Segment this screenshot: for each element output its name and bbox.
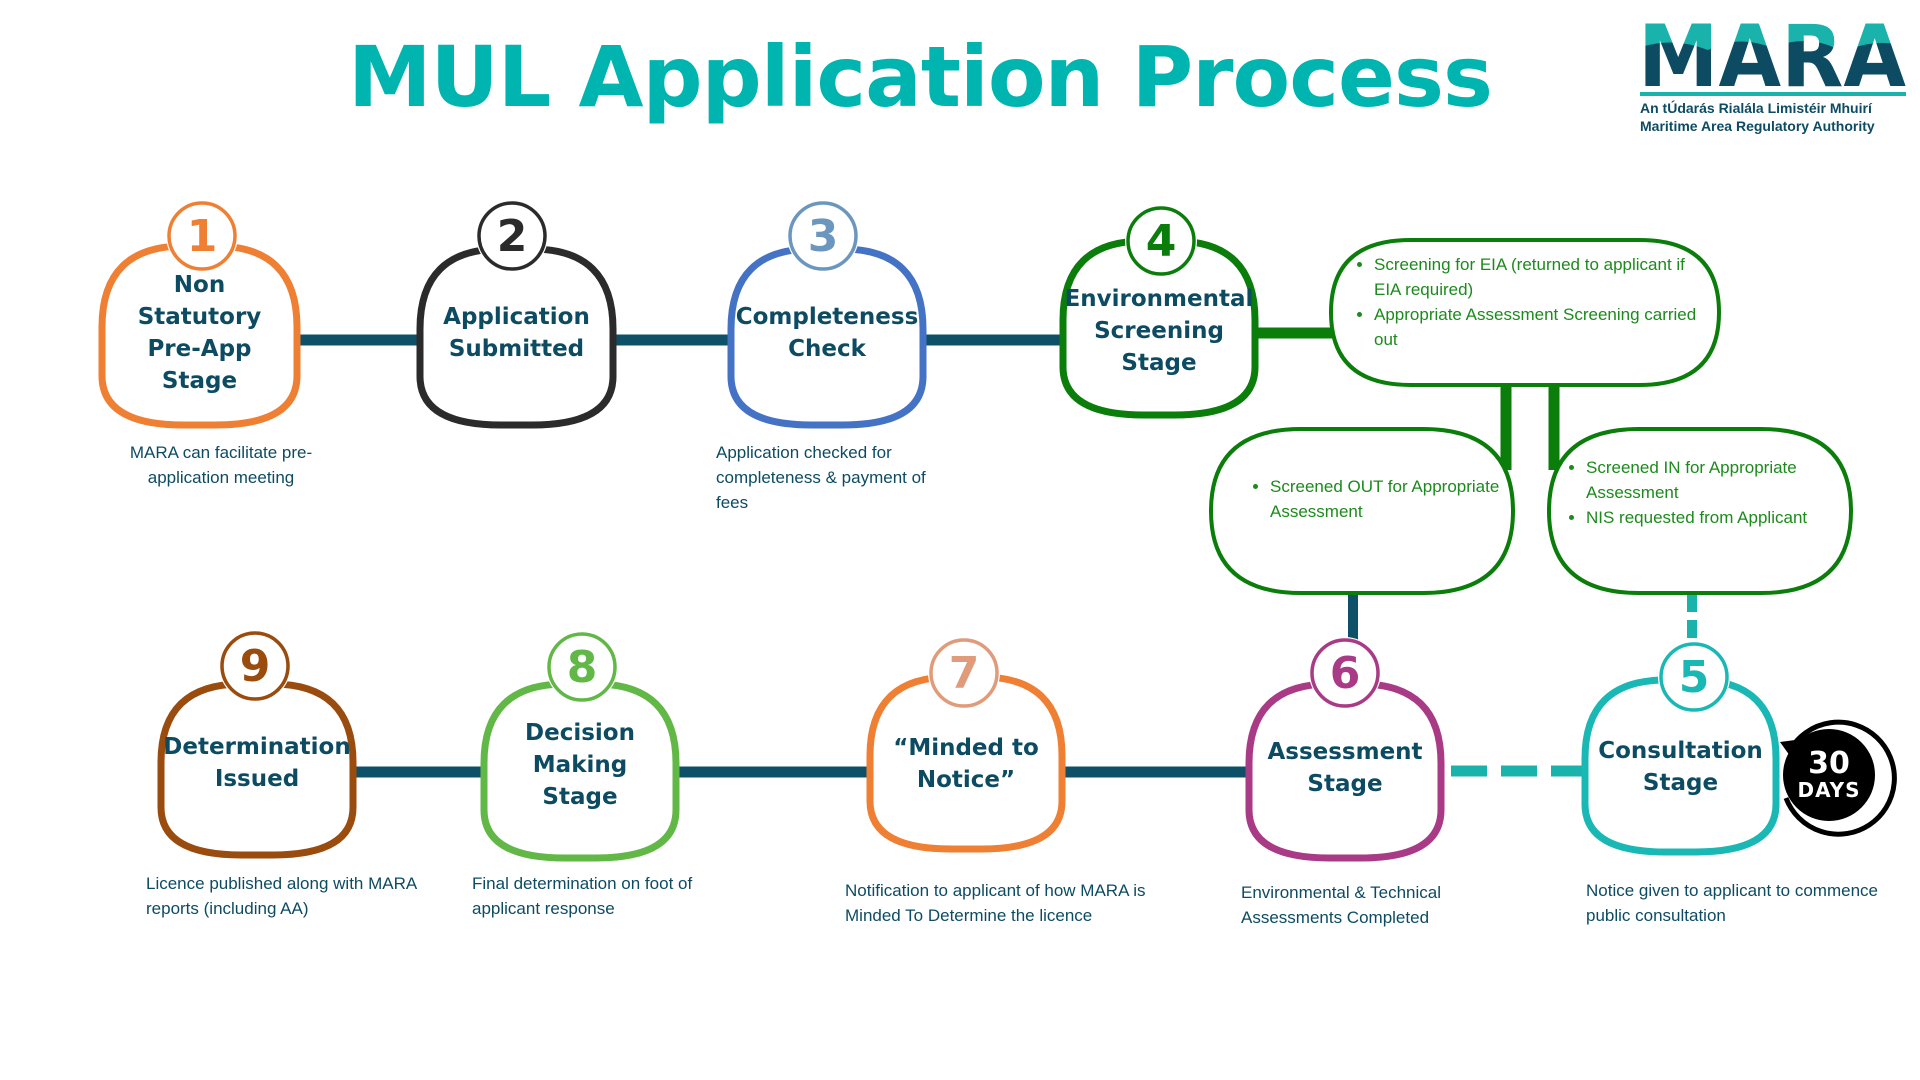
logo-divider <box>1640 92 1906 96</box>
stage-number: 4 <box>1145 215 1177 267</box>
screening-bubble <box>1208 427 1516 595</box>
stage-title-line: Issued <box>214 766 300 792</box>
stage-title: “Minded to Notice” <box>864 702 1068 825</box>
stage-title-line: Screening <box>1094 317 1224 344</box>
screening-item: NIS requested from Applicant <box>1586 505 1854 530</box>
mara-wordmark-icon: MARA <box>1638 18 1907 90</box>
stage-title-line: Non <box>173 272 226 298</box>
stage-title-line: Stage <box>542 784 618 810</box>
stage-node-shape <box>98 242 301 429</box>
screening-bubbles <box>1208 238 1854 595</box>
screening-bubble <box>1546 427 1854 595</box>
stage-node-shape <box>1059 237 1259 419</box>
logo-english-name: Maritime Area Regulatory Authority <box>1640 118 1875 134</box>
stage-title-line: Environmental <box>1064 285 1254 312</box>
stage-title-line: Statutory <box>137 304 262 330</box>
mara-logo: MARA An tÚdarás Rialála Limistéir Mhuirí… <box>1638 18 1910 138</box>
stage-title-line: Stage <box>161 368 238 394</box>
page-title: MUL Application Process <box>347 28 1493 126</box>
logo-irish-name: An tÚdarás Rialála Limistéir Mhuirí <box>1640 100 1872 116</box>
days-number: 30 <box>1808 746 1850 781</box>
screening-item: Screened IN for Appropriate Assessment <box>1586 455 1854 505</box>
stage-title-line: Decision <box>525 720 635 746</box>
stage-description: Final determination on foot of applicant… <box>472 874 693 918</box>
stage-number: 9 <box>239 640 271 692</box>
screening-bubble <box>1328 238 1722 387</box>
stage-number: 1 <box>186 210 218 262</box>
thirty-days-icon <box>1780 719 1897 837</box>
stage-number: 6 <box>1329 647 1361 699</box>
stage-number: 2 <box>496 210 528 262</box>
stage-title-line: “Minded to <box>893 734 1039 761</box>
stage-description: Environmental & Technical Assessments Co… <box>1241 883 1442 927</box>
stage-title-line: Stage <box>1121 349 1197 376</box>
stage-badge-circle <box>547 632 617 702</box>
stage-badge-circle <box>1659 642 1729 712</box>
stage-badge-circle <box>929 638 999 708</box>
thirty-days-badge: 30 DAYS <box>1789 735 1869 815</box>
screening-box-screened-in: Screened IN for Appropriate Assessment N… <box>1564 455 1854 530</box>
stage-badge-circle <box>477 201 547 271</box>
stage-title-line: Submitted <box>448 336 585 362</box>
stage-badge-circle <box>167 201 237 271</box>
stage-node-shape <box>866 673 1066 853</box>
connectors <box>297 327 1697 778</box>
stage-description: MARA can facilitate pre-application meet… <box>129 443 313 487</box>
stage-title-line: Making <box>532 752 628 778</box>
screening-item: Appropriate Assessment Screening carried… <box>1374 302 1702 352</box>
stage-node-shape <box>480 680 680 862</box>
screening-item: Screening for EIA (returned to applicant… <box>1374 252 1702 302</box>
screening-box-screened-out: Screened OUT for Appropriate Assessment <box>1248 474 1508 524</box>
stage-badge-circle <box>1126 206 1196 276</box>
stage-title-line: Consultation <box>1598 738 1763 764</box>
screening-item: Screened OUT for Appropriate Assessment <box>1270 474 1508 524</box>
screening-box-top: Screening for EIA (returned to applicant… <box>1352 252 1702 352</box>
stage-node-shape <box>416 245 617 429</box>
stage-node-shape <box>157 680 357 859</box>
stage-badge-circle <box>220 631 290 701</box>
stage-node-shape <box>1581 676 1780 856</box>
timer-arrowhead <box>1780 740 1795 756</box>
stage-number: 8 <box>566 641 598 693</box>
stage-description: Application checked for completeness & p… <box>716 443 926 512</box>
stage-title-line: Stage <box>1642 770 1719 796</box>
stage-number: 7 <box>948 647 980 699</box>
stage-title-line: Notice” <box>916 766 1016 793</box>
stage-badge-circle <box>788 201 858 271</box>
stage-title-line: Application <box>443 304 590 330</box>
stage-title-line: Assessment <box>1267 739 1423 765</box>
days-unit: DAYS <box>1797 778 1861 802</box>
stage-node-shape <box>1245 680 1445 862</box>
timer-arrow-arc <box>1783 719 1897 837</box>
timer-disc <box>1783 729 1875 821</box>
stage-description: Notice given to applicant to commence pu… <box>1586 881 1878 925</box>
stage-title-line: Completeness <box>735 304 919 330</box>
stage-title-line: Pre-App <box>147 336 252 362</box>
stage-node-shape <box>727 245 927 429</box>
stage-title-line: Check <box>788 336 866 362</box>
stage-title-line: Determination <box>163 734 351 760</box>
stage-title-line: Stage <box>1307 771 1383 797</box>
stage-badge-circle <box>1310 638 1380 708</box>
stage-description: Licence published along with MARA report… <box>146 874 417 918</box>
stage-number: 3 <box>807 210 839 262</box>
stage-number: 5 <box>1678 651 1710 703</box>
stage-description: Notification to applicant of how MARA is… <box>845 881 1146 925</box>
stage-nodes <box>98 200 1780 862</box>
